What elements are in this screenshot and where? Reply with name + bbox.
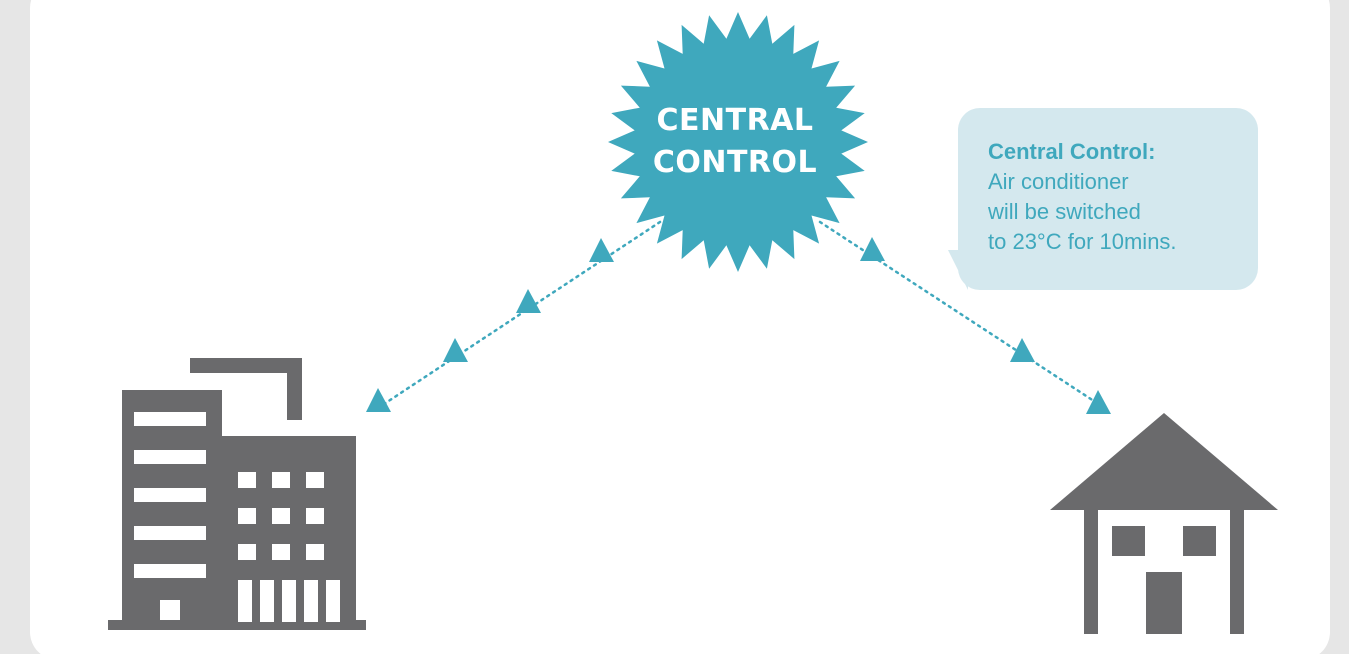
central-control-starburst [608,12,868,272]
connector-left [376,220,662,410]
speech-bubble [958,108,1258,290]
signal-arrow-right-3 [1086,390,1111,414]
speech-bubble-text: Central Control: Air conditioner will be… [988,137,1258,257]
signal-arrow-left-3 [443,338,468,362]
central-control-label: CENTRAL CONTROL [620,100,850,184]
central-control-line1: CENTRAL [656,103,814,138]
signal-arrow-right-1 [860,237,885,261]
signal-arrow-left-4 [366,388,391,412]
signal-arrow-left-2 [516,289,541,313]
signal-arrow-right-2 [1010,338,1035,362]
bubble-line: to 23°C for 10mins. [988,229,1177,254]
signal-arrow-left-1 [589,238,614,262]
central-control-line2: CONTROL [652,145,818,180]
bubble-line: Air conditioner [988,169,1129,194]
building-windows [134,412,340,622]
house-icon [1050,413,1278,634]
bubble-line: will be switched [988,199,1141,224]
bubble-title: Central Control: [988,139,1156,164]
